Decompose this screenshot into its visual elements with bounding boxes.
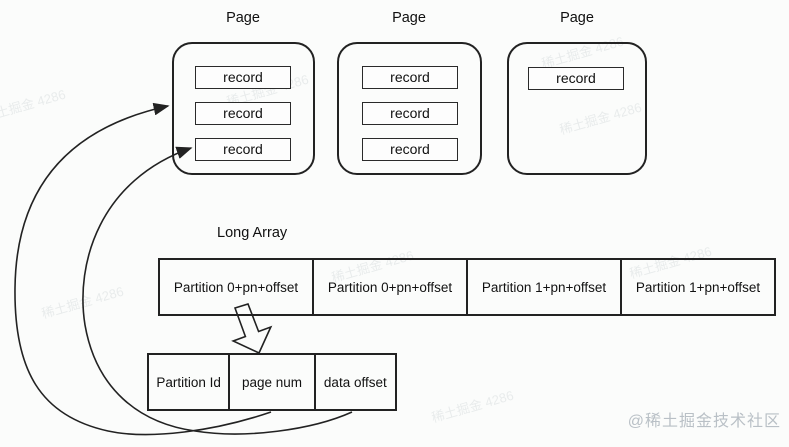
entry-table: Partition Id page num data offset bbox=[147, 353, 397, 411]
record-box: record bbox=[362, 102, 458, 125]
entry-cell-data-offset: data offset bbox=[313, 355, 395, 409]
page-1: record record record bbox=[172, 42, 315, 175]
record-box: record bbox=[528, 67, 624, 90]
long-array-cell: Partition 0+pn+offset bbox=[173, 279, 299, 295]
page-3: record bbox=[507, 42, 647, 175]
record-box: record bbox=[195, 138, 291, 161]
long-array-cell: Partition 1+pn+offset bbox=[466, 260, 620, 314]
watermark-tile: 稀土掘金 4286 bbox=[429, 387, 516, 426]
watermark-tile: 稀土掘金 4286 bbox=[0, 86, 68, 125]
page-1-title: Page bbox=[226, 10, 260, 26]
long-array-title: Long Array bbox=[217, 225, 288, 241]
long-array-table: Partition 0+pn+offset Partition 0+pn+off… bbox=[158, 258, 776, 316]
record-box: record bbox=[195, 66, 291, 89]
entry-cell-partition-id: Partition Id bbox=[156, 374, 221, 390]
long-array-cell: Partition 0+pn+offset bbox=[312, 260, 466, 314]
long-array-cell: Partition 1+pn+offset bbox=[620, 260, 774, 314]
page-2: record record record bbox=[337, 42, 482, 175]
record-box: record bbox=[195, 102, 291, 125]
community-watermark: @稀土掘金技术社区 bbox=[627, 413, 781, 430]
record-box: record bbox=[362, 138, 458, 161]
entry-cell-page-num: page num bbox=[228, 355, 313, 409]
record-box: record bbox=[362, 66, 458, 89]
page-2-title: Page bbox=[392, 10, 426, 26]
watermark-tile: 稀土掘金 4286 bbox=[39, 283, 126, 322]
page-3-title: Page bbox=[560, 10, 594, 26]
